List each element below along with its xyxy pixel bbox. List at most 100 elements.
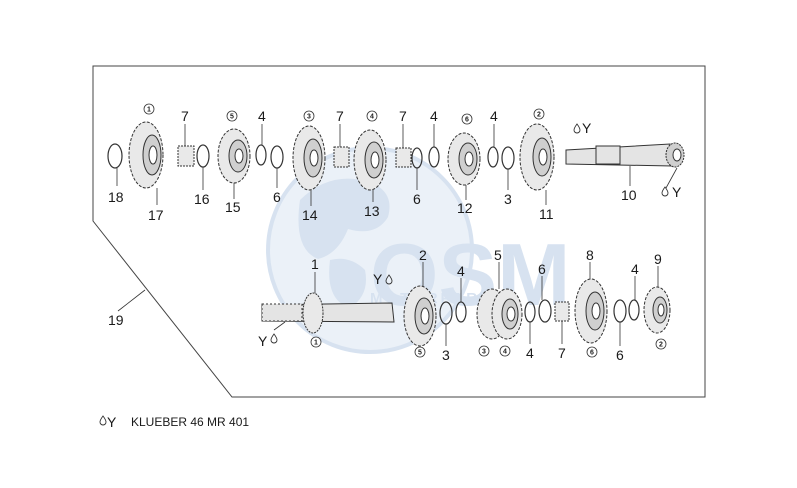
svg-text:1: 1	[314, 340, 318, 347]
callout-11: 11	[539, 206, 554, 222]
assembly-frame	[92, 65, 706, 398]
callout-3b: 3	[442, 347, 450, 363]
watermark-logo: OSM	[370, 225, 570, 324]
ring-6c	[538, 299, 552, 323]
needle-bearing-7c	[395, 147, 412, 168]
callout-5: 5	[494, 247, 502, 263]
svg-text:Y: Y	[258, 333, 268, 349]
lubricant-marker-right: Y	[661, 184, 682, 200]
gear-marker-4-lower: 4	[499, 345, 511, 357]
needle-bearing-7b	[333, 146, 350, 168]
callout-19: 19	[108, 312, 124, 328]
callout-7b: 7	[336, 108, 344, 124]
svg-text:3: 3	[307, 114, 311, 121]
svg-text:Y: Y	[373, 271, 383, 287]
svg-text:5: 5	[230, 114, 234, 121]
callout-4c: 4	[490, 108, 498, 124]
svg-text:5: 5	[418, 350, 422, 357]
svg-text:3: 3	[482, 349, 486, 356]
gear-11	[519, 123, 555, 191]
lubricant-marker-middle: Y	[373, 271, 393, 287]
callout-6a: 6	[273, 189, 281, 205]
gear-15	[217, 128, 251, 184]
watermark-subtitle: MOTORPARTS	[370, 290, 505, 307]
gear-8	[574, 278, 608, 344]
legend: Y KLUEBER 46 MR 401	[99, 414, 249, 430]
svg-text:Y: Y	[672, 184, 682, 200]
oil-drop-icon	[385, 274, 393, 285]
gear-14	[292, 125, 326, 191]
svg-text:Y: Y	[582, 120, 592, 136]
gear-13	[353, 129, 387, 191]
callout-15: 15	[225, 199, 241, 215]
gear-marker-6-lower: 6	[586, 346, 598, 358]
oil-drop-icon	[573, 123, 581, 134]
ring-4f	[628, 299, 640, 321]
gear-17	[128, 121, 164, 189]
gear-marker-2-upper: 2	[533, 108, 545, 120]
gear-5	[476, 288, 523, 340]
callout-18: 18	[108, 189, 124, 205]
washer-18	[107, 143, 123, 169]
gear-2	[403, 285, 437, 347]
ring-3a	[501, 146, 515, 170]
callout-8: 8	[586, 247, 594, 263]
ring-4a	[255, 144, 267, 166]
shaft-10	[565, 142, 685, 168]
oil-drop-icon	[661, 186, 669, 197]
callout-17: 17	[148, 207, 164, 223]
ring-6d	[613, 299, 627, 323]
callout-4e: 4	[526, 345, 534, 361]
svg-text:2: 2	[537, 112, 541, 119]
gear-marker-5-lower: 5	[414, 346, 426, 358]
callout-3a: 3	[504, 191, 512, 207]
oil-drop-icon	[99, 415, 107, 426]
callout-7c: 7	[399, 108, 407, 124]
svg-text:2: 2	[659, 342, 663, 349]
gear-9	[643, 286, 671, 334]
gear-marker-3-upper: 3	[303, 110, 315, 122]
callout-10: 10	[621, 187, 637, 203]
lubricant-markers: Y Y Y Y	[258, 120, 682, 349]
svg-text:6: 6	[590, 350, 594, 357]
callout-1: 1	[311, 256, 319, 272]
gear-marker-1-lower: 1	[310, 336, 322, 348]
callout-6b: 6	[413, 191, 421, 207]
leader-lines	[116, 124, 678, 346]
callout-9: 9	[654, 251, 662, 267]
needle-bearing-7a	[177, 145, 195, 167]
svg-text:4: 4	[503, 349, 507, 356]
needle-bearing-7d	[554, 301, 570, 322]
oil-drop-icon	[270, 333, 278, 344]
ring-4c	[487, 146, 499, 168]
gear-marker-6-upper: 6	[461, 113, 473, 125]
legend-symbol: Y	[107, 414, 117, 430]
legend-text: KLUEBER 46 MR 401	[131, 415, 249, 429]
gear-marker-4-upper: 4	[366, 110, 378, 122]
callout-4b: 4	[430, 108, 438, 124]
callout-4a: 4	[258, 108, 266, 124]
lower-shaft-group	[261, 278, 671, 347]
svg-text:6: 6	[465, 117, 469, 124]
callout-16: 16	[194, 191, 210, 207]
callout-4f: 4	[631, 261, 639, 277]
gear-markers: 1 5 3 4 6 2 1 5	[143, 103, 667, 358]
callout-4d: 4	[457, 263, 465, 279]
gear-marker-5-upper: 5	[226, 110, 238, 122]
callout-7d: 7	[558, 345, 566, 361]
svg-text:4: 4	[370, 114, 374, 121]
callout-14: 14	[302, 207, 318, 223]
watermark-continents-icon	[298, 178, 390, 308]
gear-marker-1-upper: 1	[143, 103, 155, 115]
svg-text:1: 1	[147, 107, 151, 114]
callout-7a: 7	[181, 108, 189, 124]
callout-12: 12	[457, 200, 473, 216]
gear-12	[447, 132, 481, 186]
ring-4b	[428, 146, 440, 168]
lubricant-marker-lower-left: Y	[258, 333, 278, 349]
gear-marker-2-lower: 2	[655, 338, 667, 350]
shaft-1	[261, 292, 395, 334]
ring-16	[196, 144, 210, 168]
callout-13: 13	[364, 203, 380, 219]
callout-6d: 6	[616, 347, 624, 363]
